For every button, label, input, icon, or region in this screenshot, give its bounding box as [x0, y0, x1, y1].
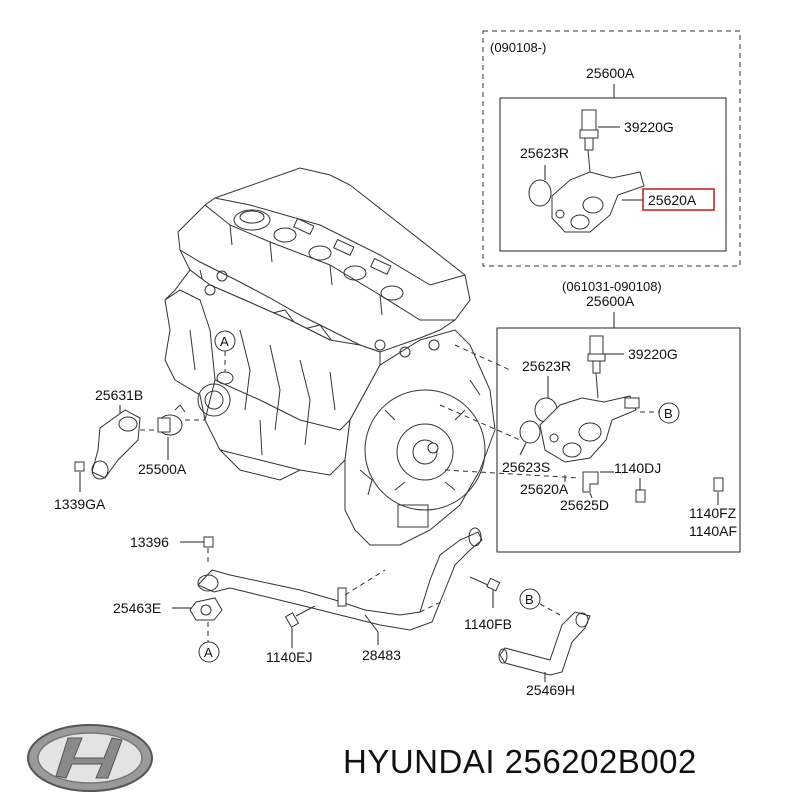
lower-ref-b-marker — [658, 402, 680, 424]
bolt-1140fb-drawing — [469, 576, 501, 592]
lower-variant-group: (061031-090108) 25600A 39220G 25623R B — [439, 279, 741, 553]
bolt-13396-label: 13396 — [130, 534, 169, 550]
engine-block-drawing — [164, 167, 496, 546]
lower-bolt-af-label: 1140AF — [689, 523, 737, 539]
lower-fitting-label: 25620A — [520, 481, 569, 497]
thermostat-drawing — [157, 404, 186, 436]
bolt-1140dj-drawing — [635, 489, 646, 503]
lower-seal-s-label: 25623S — [502, 459, 550, 475]
pipe-ref-b-marker — [519, 588, 541, 610]
bolt-1140ej-drawing — [284, 605, 316, 628]
upper-variant-dashed-frame — [482, 30, 741, 267]
lower-seal-r-label: 25623R — [522, 358, 571, 374]
lower-ref-b-label: B — [664, 406, 673, 421]
bracket-drawing — [582, 471, 599, 493]
lower-temp-sensor-drawing — [587, 335, 606, 374]
lower-bracket-label: 25625D — [560, 497, 609, 513]
left-ref-a-label: A — [220, 334, 229, 349]
lower-variant-date: (061031-090108) — [562, 279, 662, 294]
gasket-label: 25463E — [113, 600, 161, 616]
lower-assembly-label: 25600A — [586, 293, 635, 309]
thermostat-cover-drawing — [91, 409, 141, 480]
cover-label: 25631B — [95, 387, 143, 403]
left-thermostat-group: A 25631B 25500A 1339GA — [54, 330, 236, 512]
lower-bolt-label: 1140DJ — [614, 460, 661, 476]
nut-drawing — [74, 461, 85, 472]
lower-sensor-label: 39220G — [628, 346, 678, 362]
upper-assembly-frame — [499, 97, 727, 252]
footer-caption: HYUNDAI 256202B002 — [343, 743, 697, 780]
upper-variant-group: (090108-) 25600A 39220G 25623R 25620A — [482, 30, 741, 267]
upper-oring-drawing — [528, 179, 552, 207]
thermostat-label: 25500A — [138, 461, 187, 477]
lower-oring-s-drawing — [519, 420, 541, 444]
nut-label: 1339GA — [54, 496, 106, 512]
upper-fitting-label-highlighted[interactable]: 25620A — [648, 192, 697, 208]
lower-bolt-fz-label: 1140FZ — [689, 505, 737, 521]
upper-variant-date: (090108-) — [490, 40, 546, 55]
hose-label: 25469H — [526, 682, 575, 698]
upper-water-fitting-drawing — [551, 149, 645, 233]
bolt-1140fb-label: 1140FB — [464, 616, 512, 632]
pipe-ref-a-marker — [198, 641, 220, 663]
bolt-1140fz-drawing — [713, 477, 724, 492]
lower-assembly-frame — [496, 327, 741, 553]
pipe-label: 28483 — [362, 647, 401, 663]
hose-drawing — [498, 611, 591, 676]
bolt-1140ej-label: 1140EJ — [266, 649, 312, 665]
upper-sensor-label: 39220G — [624, 119, 674, 135]
upper-assembly-label: 25600A — [586, 65, 635, 81]
bolt-13396-drawing — [203, 536, 214, 548]
pipe-ref-a-label: A — [204, 645, 213, 660]
upper-seal-label: 25623R — [520, 145, 569, 161]
gasket-drawing — [189, 597, 223, 621]
upper-temp-sensor-drawing — [579, 109, 599, 151]
water-pipe-drawing — [197, 531, 483, 631]
lower-water-fitting-drawing — [539, 372, 640, 463]
water-pipe-group: 13396 25463E A 1140EJ 28483 — [113, 527, 591, 698]
pipe-ref-b-label: B — [525, 592, 534, 607]
hyundai-logo — [27, 724, 153, 792]
